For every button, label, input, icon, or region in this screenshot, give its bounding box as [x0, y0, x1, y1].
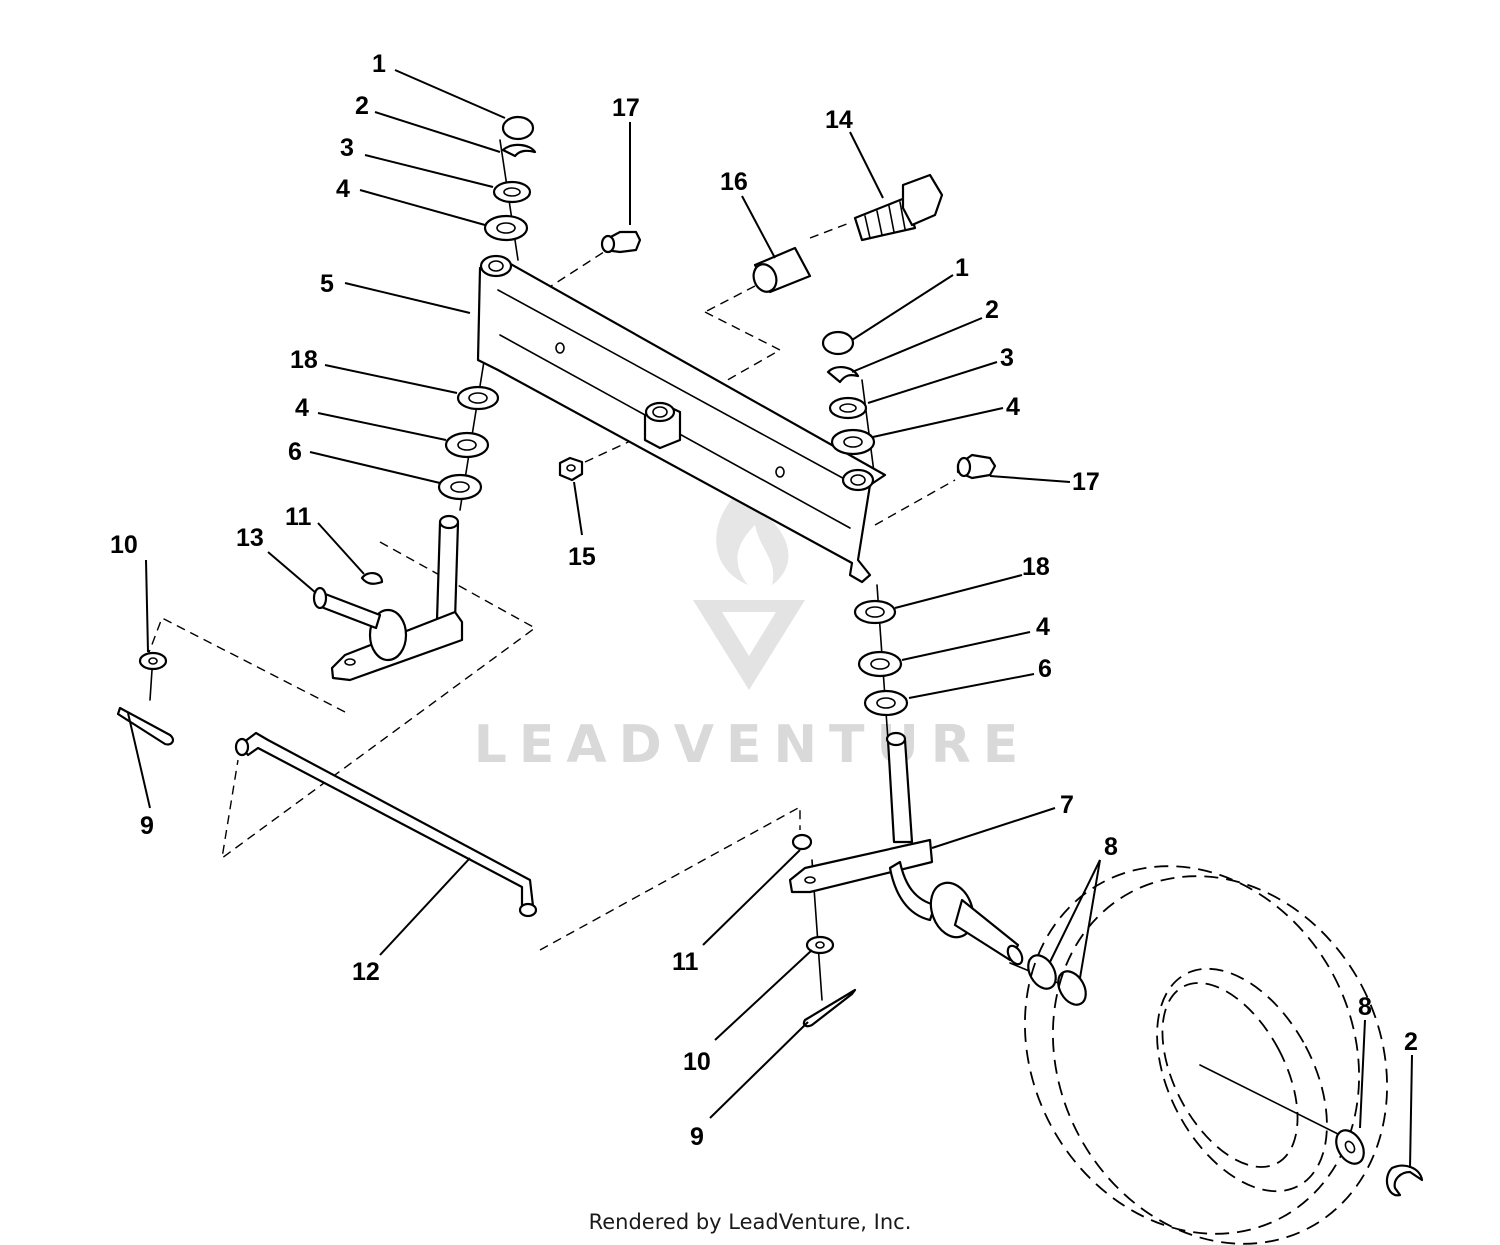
callout-8-lower: 8	[1358, 993, 1372, 1021]
callout-15: 15	[568, 543, 596, 571]
callout-1-right: 1	[955, 254, 969, 282]
callout-4-top-left: 4	[336, 175, 350, 203]
callout-9-right: 9	[690, 1123, 704, 1151]
tie-rod-12	[234, 731, 538, 918]
callout-11-left: 11	[285, 503, 312, 531]
left-upper-stack	[483, 115, 537, 242]
callout-3-right: 3	[1000, 344, 1014, 372]
callout-17-top: 17	[612, 94, 640, 122]
callout-18-left: 18	[290, 346, 318, 374]
left-spindle	[312, 514, 464, 682]
leader-lines	[127, 69, 1413, 1169]
tire-outline	[1024, 865, 1388, 1245]
callout-2-right: 2	[985, 296, 999, 324]
callout-5: 5	[320, 270, 334, 298]
callout-17-right: 17	[1072, 468, 1100, 496]
callout-4-lower-right: 4	[1036, 613, 1050, 641]
callout-18-right: 18	[1022, 553, 1050, 581]
callout-11-right: 11	[672, 948, 699, 976]
spacer-16	[752, 246, 812, 294]
left-lower-stack	[437, 385, 500, 501]
callout-4-mid-left: 4	[295, 394, 309, 422]
callout-10-right: 10	[683, 1048, 711, 1076]
nut-15	[558, 456, 584, 482]
callout-13: 13	[236, 524, 264, 552]
callout-2-wheel: 2	[1404, 1028, 1418, 1056]
right-spindle	[788, 731, 1087, 1028]
callout-3-top-left: 3	[340, 134, 354, 162]
callout-2-top-left: 2	[355, 92, 369, 120]
right-upper-stack	[821, 330, 876, 456]
grease-fittings-17	[600, 230, 997, 480]
leadventure-watermark: LEADVENTURE	[474, 495, 1031, 775]
callout-8-upper: 8	[1104, 833, 1118, 861]
callout-10-left: 10	[110, 531, 138, 559]
wheel-washer-and-clip	[1335, 1129, 1424, 1197]
callout-12: 12	[352, 958, 380, 986]
footer-credit: Rendered by LeadVenture, Inc.	[588, 1210, 912, 1234]
callout-14: 14	[825, 106, 853, 134]
left-washer-and-pin	[116, 651, 174, 746]
callout-4-right: 4	[1006, 393, 1020, 421]
callout-1-top-left: 1	[372, 50, 386, 78]
callout-labels: 1 2 3 4 5 18 4 6 17 16 14 1 2 3 4 17 15 …	[110, 50, 1418, 1151]
callout-7: 7	[1060, 791, 1074, 819]
watermark-text: LEADVENTURE	[474, 715, 1031, 775]
right-lower-stack	[853, 599, 909, 717]
callout-9-left: 9	[140, 812, 154, 840]
callout-16: 16	[720, 168, 748, 196]
callout-6-right: 6	[1038, 655, 1052, 683]
bolt-14	[853, 173, 944, 242]
callout-6-left: 6	[288, 438, 302, 466]
axle-beam	[476, 254, 887, 584]
